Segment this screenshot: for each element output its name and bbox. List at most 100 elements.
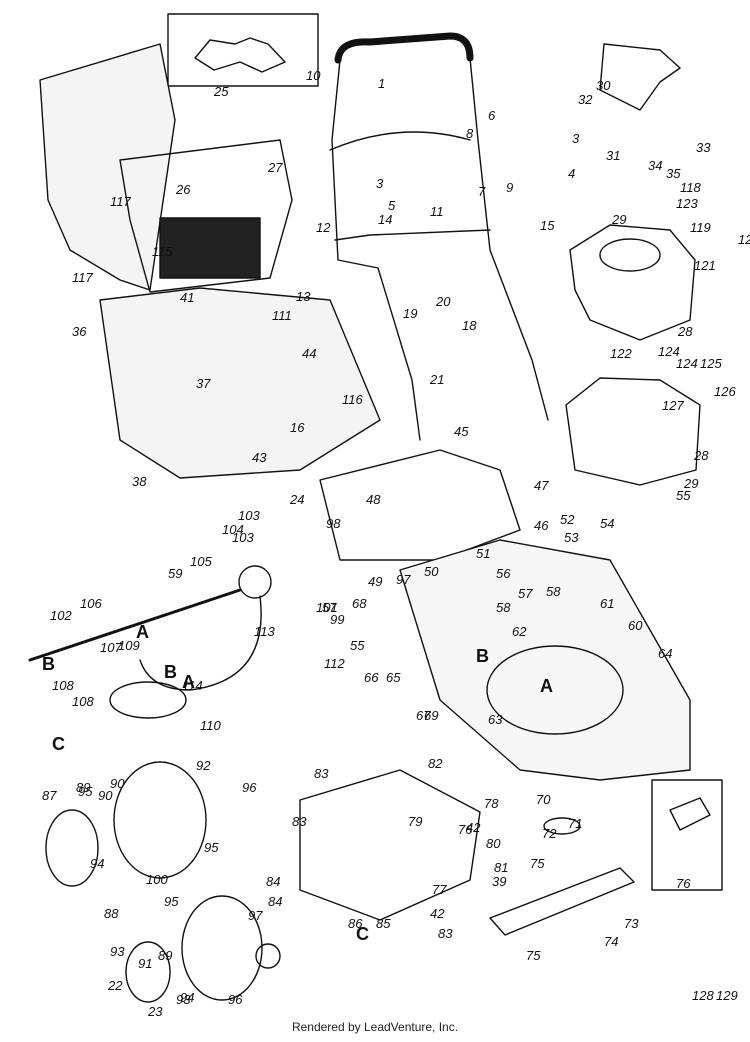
callout-128: 128 xyxy=(692,988,714,1003)
callout-90: 90 xyxy=(98,788,113,803)
callout-105: 105 xyxy=(190,554,212,569)
callout-37: 37 xyxy=(196,376,211,391)
callout-31: 31 xyxy=(606,148,620,163)
callout-33: 33 xyxy=(696,140,711,155)
callout-51: 51 xyxy=(476,546,490,561)
callout-29: 29 xyxy=(611,212,626,227)
callout-124: 124 xyxy=(676,356,698,371)
callout-74: 74 xyxy=(604,934,618,949)
callout-80: 80 xyxy=(486,836,501,851)
callout-8: 8 xyxy=(466,126,474,141)
callout-123: 123 xyxy=(676,196,698,211)
callout-91: 91 xyxy=(138,956,152,971)
callout-65: 65 xyxy=(386,670,401,685)
callout-117: 117 xyxy=(110,194,131,209)
callout-114: 114 xyxy=(182,678,203,693)
footer-credit: Rendered by LeadVenture, Inc. xyxy=(291,1020,459,1034)
ref-letter-C: C xyxy=(356,924,369,944)
callout-49: 49 xyxy=(368,574,382,589)
mower-deck xyxy=(399,539,691,781)
callout-16: 16 xyxy=(290,420,305,435)
callout-18: 18 xyxy=(462,318,477,333)
callout-82: 82 xyxy=(428,756,443,771)
callout-55: 55 xyxy=(676,488,691,503)
callout-120: 120 xyxy=(738,232,750,247)
callout-44: 44 xyxy=(302,346,316,361)
callout-70: 70 xyxy=(536,792,551,807)
callout-78: 78 xyxy=(484,796,499,811)
callout-94: 94 xyxy=(180,990,194,1005)
callout-1: 1 xyxy=(378,76,385,91)
callout-28: 28 xyxy=(693,448,709,463)
callout-93: 93 xyxy=(110,944,125,959)
discharge-chute xyxy=(299,769,481,921)
callout-25: 25 xyxy=(213,84,229,99)
callout-46: 46 xyxy=(534,518,549,533)
callout-57: 57 xyxy=(518,586,533,601)
callout-3: 3 xyxy=(572,131,580,146)
callout-29: 29 xyxy=(683,476,698,491)
callout-38: 38 xyxy=(132,474,147,489)
wheel-1 xyxy=(113,761,207,879)
callout-92: 92 xyxy=(196,758,211,773)
wheel-hubcap-1 xyxy=(45,809,99,887)
callout-86: 86 xyxy=(348,916,363,931)
bag-mesh xyxy=(159,217,261,279)
rear-deflector xyxy=(319,449,521,561)
callout-101: 101 xyxy=(316,600,338,615)
callout-108: 108 xyxy=(52,678,74,693)
callout-6: 6 xyxy=(488,108,496,123)
callout-42: 42 xyxy=(430,906,445,921)
callout-26: 26 xyxy=(175,182,191,197)
callout-43: 43 xyxy=(252,450,267,465)
ref-letter-A: A xyxy=(182,672,195,692)
adapter-inset-box xyxy=(651,779,723,891)
callout-22: 22 xyxy=(107,978,123,993)
callout-79: 79 xyxy=(408,814,422,829)
rear-gear xyxy=(238,565,272,599)
callout-117: 117 xyxy=(72,270,93,285)
callout-90: 90 xyxy=(110,776,125,791)
callout-21: 21 xyxy=(429,372,444,387)
callout-76: 76 xyxy=(676,876,691,891)
callout-81: 81 xyxy=(494,860,508,875)
rear-axle xyxy=(28,588,242,662)
callout-94: 94 xyxy=(90,856,104,871)
callout-53: 53 xyxy=(564,530,579,545)
callout-62: 62 xyxy=(512,624,527,639)
callout-circle-96 xyxy=(255,943,281,969)
callout-108: 108 xyxy=(72,694,94,709)
callout-14: 14 xyxy=(378,212,392,227)
engine-upper xyxy=(569,224,696,341)
callout-68: 68 xyxy=(352,596,367,611)
callout-7: 7 xyxy=(478,184,486,199)
callout-50: 50 xyxy=(424,564,439,579)
callout-109: 109 xyxy=(118,638,140,653)
callout-67: 67 xyxy=(416,708,431,723)
callout-76: 76 xyxy=(458,822,473,837)
callout-84: 84 xyxy=(268,894,282,909)
callout-97: 97 xyxy=(248,908,263,923)
callout-15: 15 xyxy=(540,218,555,233)
callout-9: 9 xyxy=(506,180,513,195)
callout-113: 113 xyxy=(254,624,275,639)
transmission xyxy=(109,681,187,719)
callout-66: 66 xyxy=(364,670,379,685)
callout-39: 39 xyxy=(492,874,506,889)
callout-103: 103 xyxy=(238,508,260,523)
ref-letter-B: B xyxy=(164,662,177,682)
callout-63: 63 xyxy=(488,712,503,727)
callout-104: 104 xyxy=(222,522,244,537)
callout-20: 20 xyxy=(435,294,451,309)
callout-84: 84 xyxy=(266,874,280,889)
wheel-2 xyxy=(181,895,263,1001)
upper-handle xyxy=(331,59,421,441)
upper-handle-grip xyxy=(334,32,474,64)
callout-110: 110 xyxy=(200,718,221,733)
ref-letter-A: A xyxy=(136,622,149,642)
callout-119: 119 xyxy=(690,220,711,235)
callout-36: 36 xyxy=(72,324,87,339)
callout-125: 125 xyxy=(700,356,722,371)
callout-72: 72 xyxy=(542,826,557,841)
